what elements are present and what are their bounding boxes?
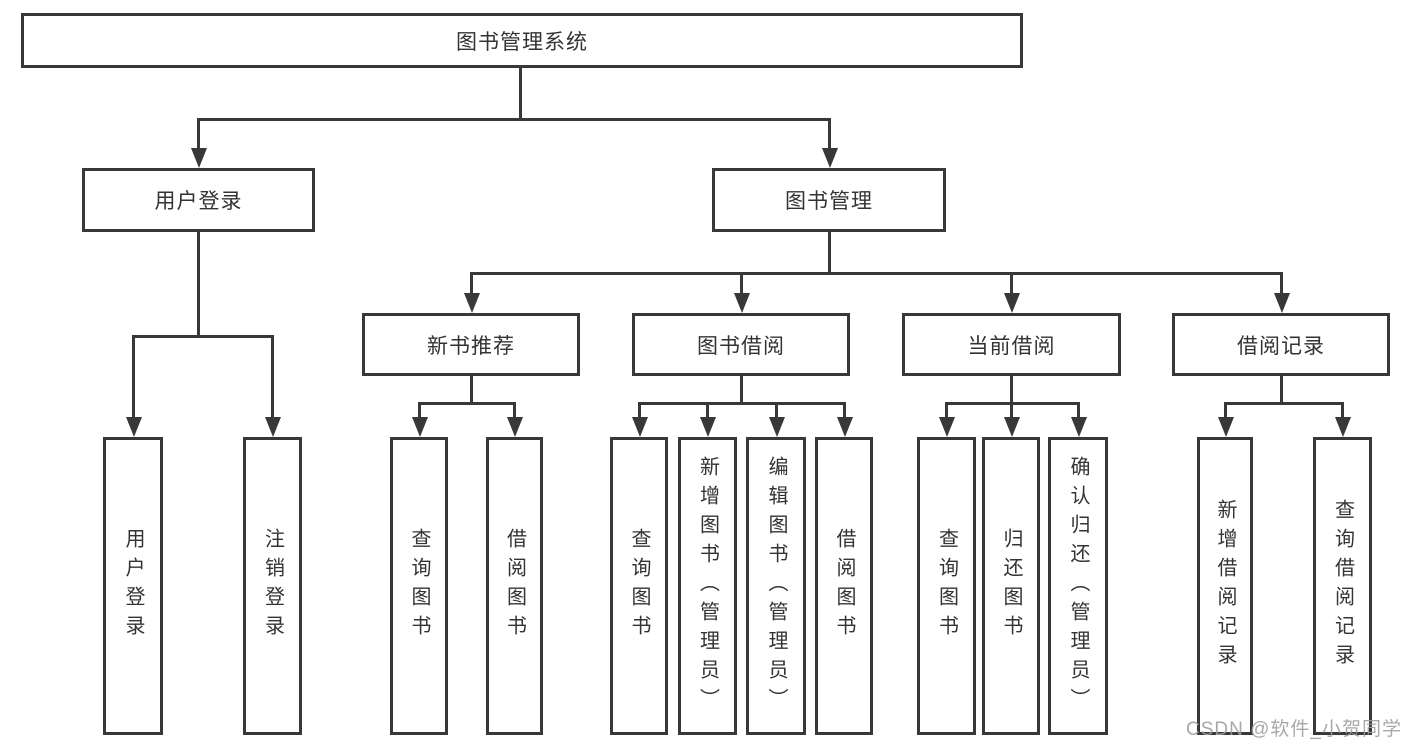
arrow-down-icon (734, 293, 750, 313)
node-book-borrow: 图书借阅 (632, 313, 850, 376)
leaf-borrow-query-book-label: 查询图书 (628, 528, 650, 644)
leaf-return-book: 归还图书 (982, 437, 1040, 735)
connector-line (828, 232, 831, 272)
leaf-add-book-admin: 新增图书（管理员） (678, 437, 737, 735)
connector-line (418, 402, 516, 405)
leaf-borrow-book-label: 借阅图书 (833, 528, 855, 644)
node-borrow-record-label: 借阅记录 (1237, 334, 1325, 358)
connector-line (1280, 272, 1283, 295)
connector-line (1280, 376, 1283, 402)
connector-line (132, 335, 274, 338)
connector-line (519, 68, 522, 118)
connector-line (740, 376, 743, 402)
arrow-down-icon (1274, 293, 1290, 313)
leaf-borrow-query-book: 查询图书 (610, 437, 668, 735)
leaf-user-login: 用户登录 (103, 437, 163, 735)
leaf-confirm-return-admin-label: 确认归还（管理员） (1067, 455, 1089, 717)
arrow-down-icon (1004, 293, 1020, 313)
node-new-book-recommend-label: 新书推荐 (427, 334, 515, 358)
leaf-current-query-book-label: 查询图书 (935, 528, 958, 644)
connector-line (740, 272, 743, 295)
connector-line (1224, 402, 1227, 419)
leaf-query-borrow-record: 查询借阅记录 (1313, 437, 1372, 735)
connector-line (132, 335, 135, 419)
connector-line (470, 376, 473, 402)
arrow-down-icon (412, 417, 428, 437)
leaf-query-borrow-record-label: 查询借阅记录 (1331, 499, 1354, 673)
node-borrow-record: 借阅记录 (1172, 313, 1390, 376)
connector-line (1010, 376, 1013, 402)
connector-line (197, 118, 200, 150)
leaf-recommend-borrow-book: 借阅图书 (486, 437, 543, 735)
leaf-recommend-query-book-label: 查询图书 (408, 528, 430, 644)
node-user-login-label: 用户登录 (154, 190, 243, 213)
leaf-user-login-label: 用户登录 (122, 528, 144, 644)
node-new-book-recommend: 新书推荐 (362, 313, 580, 376)
connector-line (638, 402, 846, 405)
connector-line (828, 118, 831, 150)
leaf-edit-book-admin: 编辑图书（管理员） (746, 437, 806, 735)
leaf-edit-book-admin-label: 编辑图书（管理员） (765, 455, 787, 717)
node-root-label: 图书管理系统 (456, 30, 588, 54)
arrow-down-icon (837, 417, 853, 437)
connector-line (775, 402, 778, 419)
arrow-down-icon (265, 417, 281, 437)
connector-line (1010, 402, 1013, 419)
leaf-add-borrow-record: 新增借阅记录 (1197, 437, 1253, 735)
leaf-add-book-admin-label: 新增图书（管理员） (696, 455, 719, 717)
connector-line (1341, 402, 1344, 419)
node-current-borrow-label: 当前借阅 (967, 334, 1056, 358)
node-root: 图书管理系统 (21, 13, 1023, 68)
leaf-logout: 注销登录 (243, 437, 302, 735)
connector-line (470, 272, 1283, 275)
arrow-down-icon (191, 148, 207, 168)
arrow-down-icon (1071, 417, 1087, 437)
leaf-return-book-label: 归还图书 (1000, 528, 1022, 644)
leaf-borrow-book: 借阅图书 (815, 437, 873, 735)
node-current-borrow: 当前借阅 (902, 313, 1121, 376)
connector-line (1010, 272, 1013, 295)
arrow-down-icon (1335, 417, 1351, 437)
connector-line (513, 402, 516, 419)
node-user-login: 用户登录 (82, 168, 315, 232)
connector-line (197, 118, 831, 121)
arrow-down-icon (632, 417, 648, 437)
arrow-down-icon (507, 417, 523, 437)
arrow-down-icon (822, 148, 838, 168)
arrow-down-icon (1004, 417, 1020, 437)
csdn-watermark: CSDN @软件_小贺同学 (1186, 719, 1402, 740)
connector-line (843, 402, 846, 419)
arrow-down-icon (1218, 417, 1234, 437)
connector-line (1224, 402, 1344, 405)
connector-line (638, 402, 641, 419)
leaf-recommend-query-book: 查询图书 (390, 437, 448, 735)
node-book-management-label: 图书管理 (785, 190, 873, 213)
arrow-down-icon (939, 417, 955, 437)
leaf-confirm-return-admin: 确认归还（管理员） (1048, 437, 1108, 735)
leaf-current-query-book: 查询图书 (917, 437, 976, 735)
connector-line (945, 402, 948, 419)
connector-line (470, 272, 473, 295)
leaf-add-borrow-record-label: 新增借阅记录 (1214, 499, 1236, 673)
connector-line (197, 232, 200, 335)
connector-line (706, 402, 709, 419)
arrow-down-icon (464, 293, 480, 313)
leaf-recommend-borrow-book-label: 借阅图书 (503, 528, 526, 644)
arrow-down-icon (769, 417, 785, 437)
arrow-down-icon (700, 417, 716, 437)
node-book-borrow-label: 图书借阅 (697, 334, 785, 358)
node-book-management: 图书管理 (712, 168, 946, 232)
connector-line (1077, 402, 1080, 419)
connector-line (418, 402, 421, 419)
leaf-logout-label: 注销登录 (261, 528, 284, 644)
arrow-down-icon (126, 417, 142, 437)
connector-line (271, 335, 274, 419)
